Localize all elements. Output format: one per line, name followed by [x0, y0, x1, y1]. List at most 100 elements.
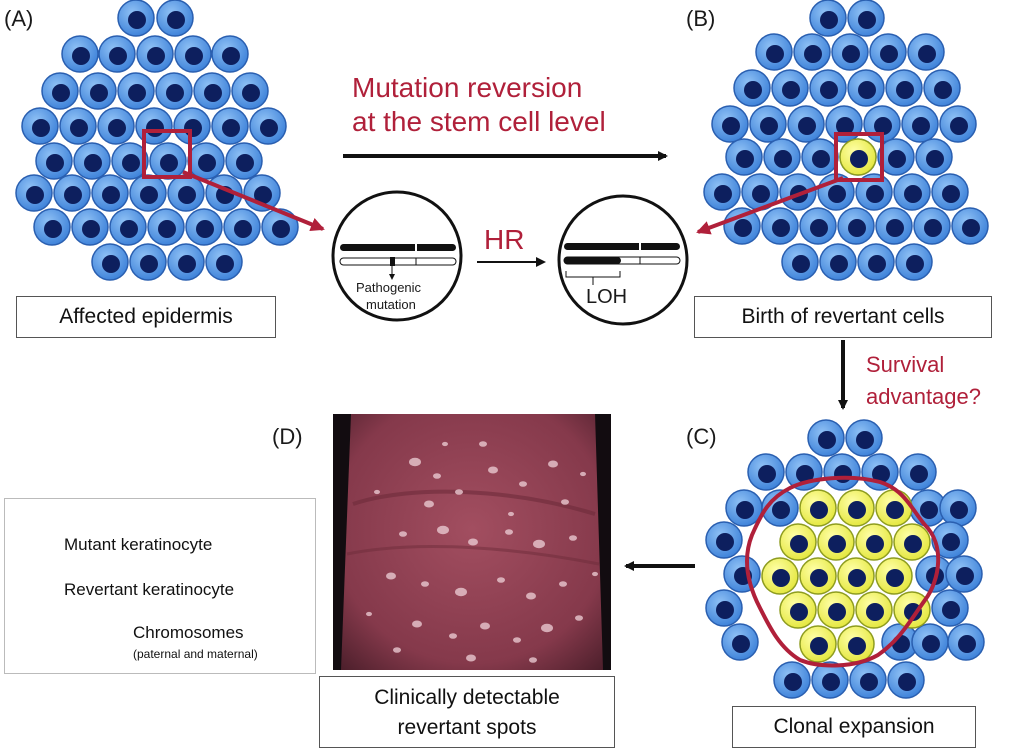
- revertant-spot: [529, 657, 537, 663]
- mutant-cell: [781, 243, 819, 281]
- mutant-cell: [117, 0, 155, 37]
- mutant-cell: [129, 243, 167, 281]
- mutant-cell: [947, 623, 985, 661]
- panel-letter-b: (B): [686, 6, 716, 31]
- mutant-cell: [761, 207, 799, 245]
- mutant-cell: [749, 105, 787, 143]
- mutant-cell: [893, 173, 931, 211]
- revertant-spot: [513, 637, 521, 643]
- mutant-cell: [725, 489, 763, 527]
- revertant-spot: [519, 481, 527, 487]
- revertant-spot: [479, 441, 487, 447]
- loh-segment: [564, 257, 621, 264]
- mutant-cell: [755, 33, 793, 71]
- revertant-cell: [799, 625, 837, 663]
- mutation-mark: [390, 257, 395, 266]
- mutant-cell: [847, 0, 885, 37]
- mutant-cell: [211, 35, 249, 73]
- revertant-spot: [541, 623, 553, 633]
- mutant-cell: [825, 105, 863, 143]
- revertant-spot: [424, 500, 434, 508]
- cell-cluster-b: [703, 0, 989, 281]
- mutant-cell: [875, 207, 913, 245]
- revertant-spot: [592, 571, 598, 577]
- mutant-cell: [861, 453, 899, 491]
- mutant-cell: [231, 72, 269, 110]
- mutant-cell: [21, 107, 59, 145]
- loh-bracket: [565, 271, 621, 285]
- mutant-cell: [53, 174, 91, 212]
- reversion-label-line2: at the stem cell level: [352, 106, 606, 137]
- mutant-cell: [923, 69, 961, 107]
- mutant-cell: [837, 207, 875, 245]
- mutant-cell: [249, 107, 287, 145]
- caption-revertant-spots-line1: Clinically detectable: [374, 686, 560, 709]
- mutant-cell: [939, 489, 977, 527]
- mutant-cell: [801, 138, 839, 176]
- mutant-cell: [951, 207, 989, 245]
- revertant-spot: [366, 611, 372, 617]
- mutant-cell: [857, 243, 895, 281]
- revertant-spot: [575, 615, 583, 621]
- reversion-label-line1: Mutation reversion: [352, 72, 583, 103]
- mutant-cell: [147, 208, 185, 246]
- mutant-cell: [807, 419, 845, 457]
- mutant-cell: [211, 107, 249, 145]
- revertant-spot: [480, 622, 490, 630]
- mutant-cell: [117, 72, 155, 110]
- mutant-cell: [185, 208, 223, 246]
- mutant-cell: [887, 661, 925, 699]
- mutant-cell: [869, 33, 907, 71]
- caption-revertant-spots-line2: revertant spots: [397, 716, 537, 739]
- revertant-spot: [442, 441, 448, 447]
- mutant-cell: [895, 243, 933, 281]
- mutant-cell: [855, 173, 893, 211]
- mutant-cell: [167, 243, 205, 281]
- inset-circle-left: [331, 190, 463, 322]
- revertant-spot: [505, 529, 513, 535]
- revertant-spot: [393, 647, 401, 653]
- mutant-cell: [761, 489, 799, 527]
- revertant-cell: [799, 489, 837, 527]
- mutant-cell: [225, 142, 263, 180]
- mutant-cell: [136, 35, 174, 73]
- panel-letter-a: (A): [4, 6, 34, 31]
- revertant-spot: [409, 457, 421, 467]
- mutant-cell: [187, 142, 225, 180]
- revertant-spot: [533, 539, 545, 549]
- revertant-spot: [399, 531, 407, 537]
- mutant-cell: [845, 419, 883, 457]
- revertant-cell: [875, 489, 913, 527]
- revertant-spot: [449, 633, 457, 639]
- revertant-spot: [561, 499, 569, 505]
- revertant-spot: [569, 535, 577, 541]
- revertant-spot: [455, 489, 463, 495]
- zoom-arrow-a: [182, 170, 325, 231]
- mutant-cell: [155, 72, 193, 110]
- chromosome-paternal-right: [564, 243, 680, 250]
- mutant-cell: [156, 0, 194, 37]
- mutant-cell: [71, 208, 109, 246]
- panel-letter-d: (D): [272, 424, 303, 449]
- caption-birth-revertant: Birth of revertant cells: [694, 296, 992, 338]
- revertant-cell: [837, 557, 875, 595]
- mutant-cell: [705, 589, 743, 627]
- zoom-arrow-b: [696, 176, 844, 235]
- mutant-cell: [135, 107, 173, 145]
- mutant-cell: [79, 72, 117, 110]
- clone-outline: [744, 475, 941, 668]
- mutant-cell: [223, 208, 261, 246]
- mutant-cell: [931, 173, 969, 211]
- cell-cluster-c: [705, 419, 985, 699]
- revertant-spot: [437, 525, 449, 535]
- mutant-cell: [911, 623, 949, 661]
- mutant-cell: [899, 453, 937, 491]
- mutant-cell: [831, 33, 869, 71]
- revertant-spot: [455, 587, 467, 597]
- hr-label: HR: [484, 224, 525, 255]
- mutant-cell: [747, 453, 785, 491]
- panel-letter-c: (C): [686, 424, 717, 449]
- mutant-cell: [61, 35, 99, 73]
- revertant-cell: [875, 557, 913, 595]
